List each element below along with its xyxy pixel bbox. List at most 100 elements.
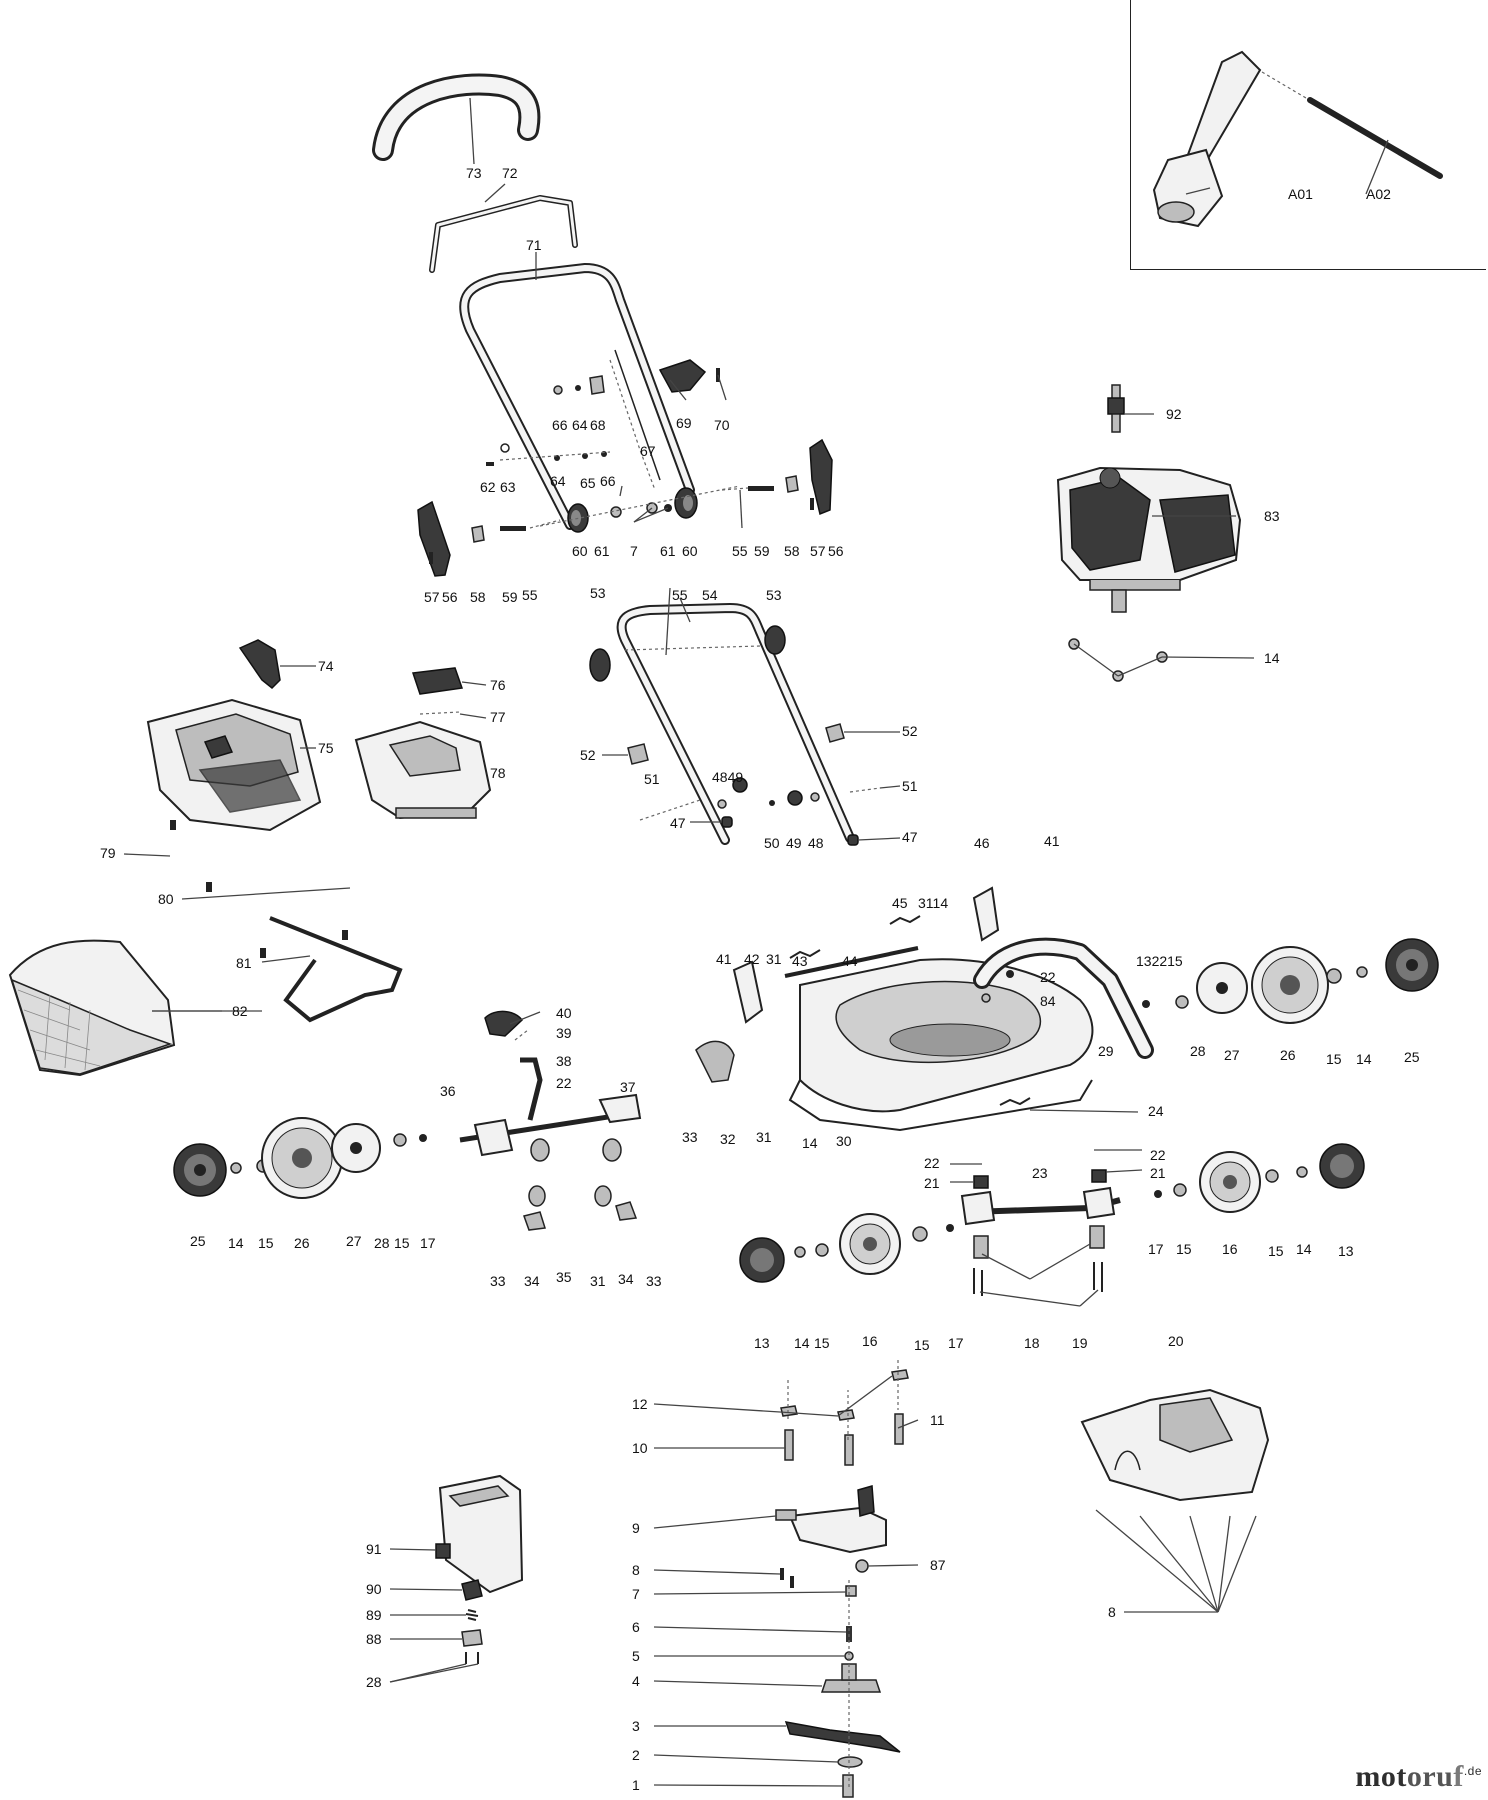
axis-line-53: [624, 645, 761, 651]
brand-watermark: motoruf.de: [1355, 1760, 1482, 1794]
part-2-washer: [837, 1756, 863, 1768]
part-20-rear-cover: [1080, 1388, 1270, 1502]
label-64b: 64: [550, 473, 566, 489]
part-48-washer: [717, 799, 727, 809]
label-17c: 17: [948, 1335, 964, 1351]
part-15-washer-fc2: [912, 1226, 928, 1242]
label-82: 82: [232, 1003, 248, 1019]
label-55b: 55: [522, 587, 538, 603]
part-35-bushing-c: [528, 1185, 546, 1207]
label-36: 36: [440, 1083, 456, 1099]
label-52: 52: [902, 723, 918, 739]
part-57-screw-right: [810, 498, 814, 510]
label-55c: 55: [672, 587, 688, 603]
part-44-rod: [784, 946, 919, 978]
part-35-bushing-b: [602, 1138, 622, 1162]
label-11: 11: [930, 1412, 945, 1428]
axis-line-knobs: [539, 485, 741, 527]
part-69-lever: [658, 359, 707, 393]
part-24-spring: [999, 1097, 1031, 1106]
part-34-clip-right: [615, 1201, 638, 1221]
label-26: 26: [1280, 1047, 1296, 1063]
label-8b: 8: [1108, 1604, 1116, 1620]
part-48b-washer: [810, 792, 820, 802]
label-75: 75: [318, 740, 334, 756]
label-18: 18: [1024, 1335, 1040, 1351]
part-14-nut-rr: [1356, 966, 1368, 978]
label-41b: 41: [716, 951, 732, 967]
label-57b: 57: [424, 589, 440, 605]
part-88-holder: [461, 1629, 483, 1647]
label-56: 56: [828, 543, 844, 559]
label-31b: 31: [756, 1129, 772, 1145]
label-42: 42: [744, 951, 760, 967]
label-4: 4: [632, 1673, 640, 1689]
label-78: 78: [490, 765, 506, 781]
part-47-cap-right: [847, 834, 859, 846]
part-65-spacer: [582, 453, 588, 459]
label-A01: A01: [1288, 186, 1313, 202]
label-91: 91: [366, 1541, 382, 1557]
watermark-part-c: f: [1453, 1760, 1464, 1793]
label-66: 66: [552, 417, 568, 433]
part-83-engine: [1056, 466, 1242, 613]
label-60: 60: [572, 543, 588, 559]
label-32: 32: [720, 1131, 736, 1147]
label-62: 62: [480, 479, 496, 495]
label-56b: 56: [442, 589, 458, 605]
part-47-cap-left: [721, 816, 733, 828]
axis-line-64: [499, 451, 611, 461]
part-59-pin-right: [748, 486, 774, 491]
part-91-mulch-plug: [435, 1474, 524, 1594]
part-62-bolt: [486, 462, 494, 466]
label-73: 73: [466, 165, 482, 181]
label-57: 57: [810, 543, 826, 559]
label-58b: 58: [470, 589, 486, 605]
label-76: 76: [490, 677, 506, 693]
label-10: 10: [632, 1440, 648, 1456]
label-15d: 15: [1176, 1241, 1192, 1257]
label-1: 1: [632, 1777, 640, 1793]
part-80-screw-a: [260, 948, 266, 958]
label-47b: 47: [902, 829, 918, 845]
part-14-nut-fl: [230, 1162, 242, 1174]
label-63: 63: [500, 479, 516, 495]
part-35-bushing-d: [594, 1185, 612, 1207]
part-54-lower-handle: [616, 603, 855, 845]
part-73-handle-grip: [372, 73, 541, 161]
part-74-grip: [238, 639, 281, 690]
label-A02: A02: [1366, 186, 1391, 202]
label-15: 15: [1326, 1051, 1342, 1067]
label-8: 8: [632, 1562, 640, 1578]
part-17-clip-fc: [946, 1224, 954, 1232]
part-13-hubcap-fr: [1319, 1143, 1365, 1189]
label-15c: 15: [394, 1235, 410, 1251]
part-45-spring: [889, 915, 921, 925]
label-92: 92: [1166, 406, 1182, 422]
cable-67: [609, 359, 656, 491]
label-14f: 14: [1264, 650, 1280, 666]
label-28b: 28: [374, 1235, 390, 1251]
label-4849: 4849: [712, 769, 743, 785]
label-79: 79: [100, 845, 116, 861]
part-32-side-cover: [695, 1040, 735, 1083]
label-33: 33: [682, 1129, 698, 1145]
label-7b: 7: [632, 1586, 640, 1602]
part-42-bracket: [732, 960, 764, 1024]
part-81-wire-frame: [269, 916, 403, 1023]
label-90: 90: [366, 1581, 382, 1597]
part-28-screws-chute: [465, 1652, 479, 1664]
part-14-nut-fc: [794, 1246, 806, 1258]
label-16b: 16: [862, 1333, 878, 1349]
part-37-axle: [459, 1093, 642, 1157]
label-44: 44: [842, 953, 858, 969]
label-15e: 15: [1268, 1243, 1284, 1259]
axis-lines-bolts: [787, 1360, 899, 1440]
label-13: 13: [1338, 1243, 1354, 1259]
label-22: 22: [1040, 969, 1056, 985]
label-23: 23: [1032, 1165, 1048, 1181]
label-58: 58: [784, 543, 800, 559]
part-26-wheel-left: [261, 1117, 343, 1199]
part-56-lever-left: [417, 500, 451, 577]
